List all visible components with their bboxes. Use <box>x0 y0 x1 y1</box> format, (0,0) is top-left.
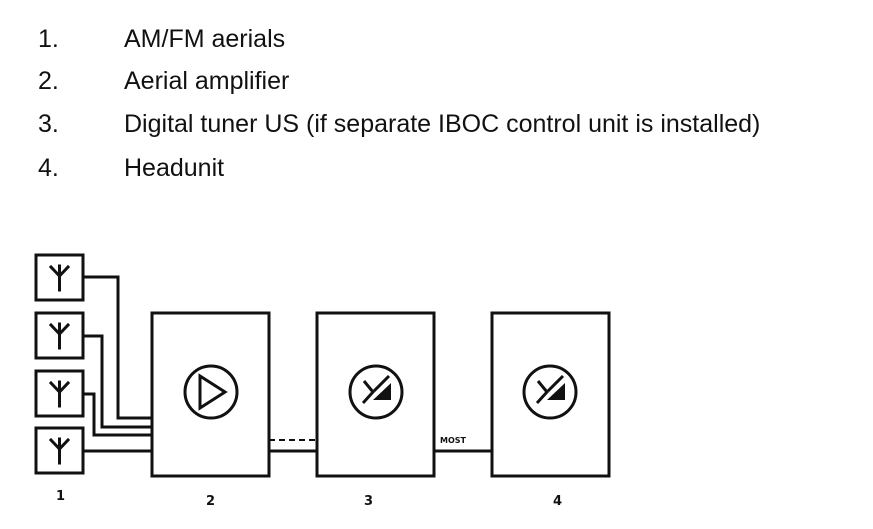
antenna-icon <box>48 437 71 465</box>
legend-text: Digital tuner US (if separate IBOC contr… <box>124 110 761 138</box>
aerials-number-label: 1 <box>56 489 65 504</box>
legend-number: 1. <box>38 25 59 53</box>
aerial-cables <box>83 275 152 453</box>
antenna-icon <box>48 264 71 292</box>
legend-number: 4. <box>38 154 59 182</box>
antenna-icon <box>48 322 71 350</box>
legend-number: 3. <box>38 110 59 138</box>
tuner-icon <box>348 364 404 420</box>
headunit-number-label: 4 <box>553 494 562 509</box>
legend-text: Aerial amplifier <box>124 67 290 95</box>
legend-text: Headunit <box>124 154 225 182</box>
legend-text: AM/FM aerials <box>124 25 286 53</box>
amplifier-triangle-icon <box>183 364 239 420</box>
antenna-icons <box>48 264 71 465</box>
amplifier-number-label: 2 <box>206 494 215 509</box>
headunit-icon <box>522 364 578 420</box>
legend-number: 2. <box>38 67 59 95</box>
tuner-number-label: 3 <box>364 494 373 509</box>
tuner-box <box>315 311 436 478</box>
amplifier-box <box>150 311 271 478</box>
headunit-box <box>490 311 611 478</box>
most-bus-label: MOST <box>440 436 467 445</box>
antenna-icon <box>48 380 71 408</box>
